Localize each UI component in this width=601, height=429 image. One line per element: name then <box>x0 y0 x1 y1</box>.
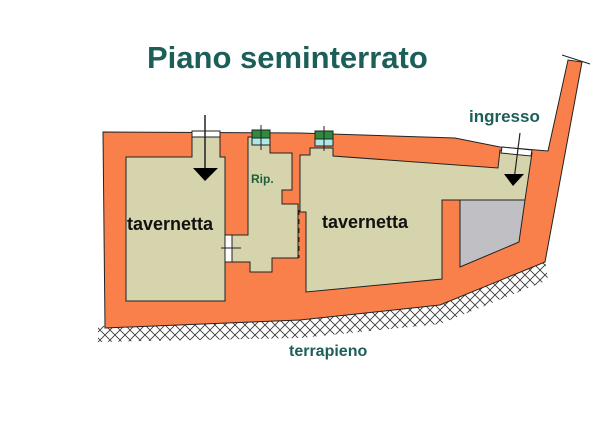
wall-end-mark <box>561 54 591 65</box>
window-right <box>314 126 334 151</box>
entrance-door <box>500 132 533 186</box>
door-left <box>221 234 241 263</box>
label-tavernetta-right: tavernetta <box>322 212 409 232</box>
label-terrapieno: terrapieno <box>289 343 368 360</box>
label-entrance: ingresso <box>469 107 540 126</box>
window-left <box>191 115 221 181</box>
label-tavernetta-left: tavernetta <box>127 214 214 234</box>
arrow-down-icon <box>193 168 218 181</box>
page-title: Piano seminterrato <box>147 40 428 75</box>
ground-hatching <box>98 260 548 342</box>
window-ripostiglio <box>251 125 271 150</box>
gray-area <box>459 199 526 268</box>
label-ripostiglio: Rip. <box>251 172 274 186</box>
arrow-down-icon <box>504 174 524 186</box>
room-tavernetta-left <box>125 136 226 302</box>
